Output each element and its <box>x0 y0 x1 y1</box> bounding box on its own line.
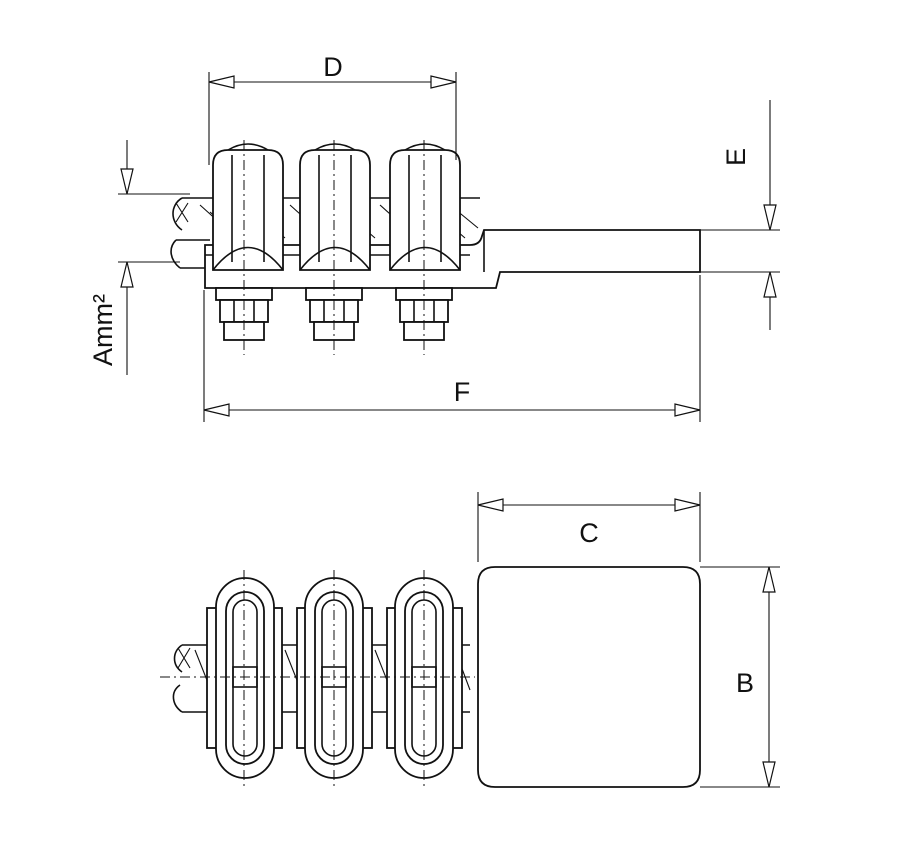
side-view-nut-3 <box>395 287 453 341</box>
dimension-e: E <box>700 100 780 330</box>
dimension-b-label: B <box>736 668 754 698</box>
dimension-f-label: F <box>454 377 471 407</box>
top-view-ubolt-1 <box>225 591 265 765</box>
dimension-amm2-label: Amm² <box>88 294 118 366</box>
top-view <box>160 566 701 790</box>
dimension-c-label: C <box>579 518 599 548</box>
dimension-amm2: Amm² <box>88 140 190 375</box>
side-view <box>170 140 701 355</box>
dimension-d: D <box>208 52 457 165</box>
side-view-clamp-3 <box>389 143 461 271</box>
side-view-clamp-1 <box>212 143 284 271</box>
dimension-d-label: D <box>323 52 343 82</box>
side-view-clamp-2 <box>299 143 371 271</box>
top-view-palm <box>477 566 701 788</box>
dimension-b: B <box>700 566 780 788</box>
dimension-f: F <box>203 275 701 422</box>
dimension-e-label: E <box>721 148 751 166</box>
dimension-c: C <box>477 492 701 562</box>
